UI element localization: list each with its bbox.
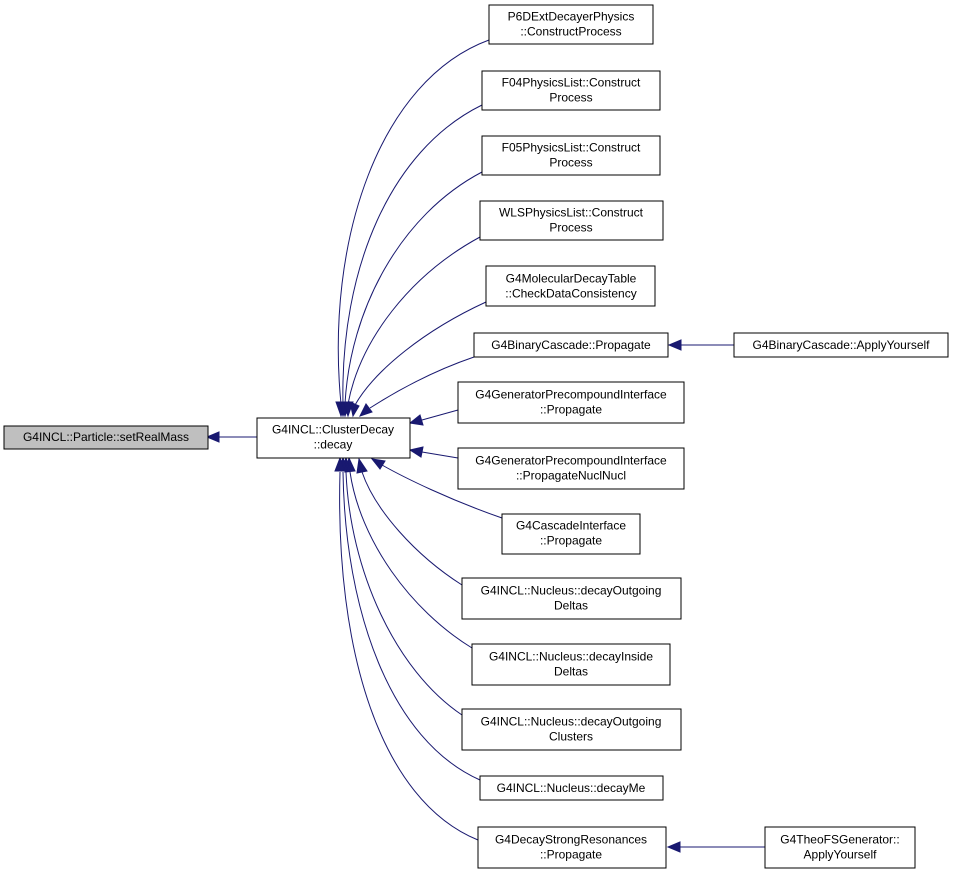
node-label-line: G4CascadeInterface [516, 519, 626, 533]
node-moleculardecaytable[interactable]: G4MolecularDecayTable::CheckDataConsiste… [485, 265, 656, 307]
node-label-line: G4DecayStrongResonances [495, 833, 647, 847]
node-label-line: G4GeneratorPrecompoundInterface [475, 388, 667, 402]
node-generatorprecompound-propagatenuclnucl[interactable]: G4GeneratorPrecompoundInterface::Propaga… [457, 447, 685, 490]
node-label-line: G4INCL::Nucleus::decayMe [497, 781, 646, 795]
node-binarycascade-propagate[interactable]: G4BinaryCascade::Propagate [473, 332, 669, 358]
node-label-line: G4GeneratorPrecompoundInterface [475, 454, 667, 468]
node-decaystrongresonances-propagate[interactable]: G4DecayStrongResonances::Propagate [477, 826, 667, 869]
edge-binapply-to-binprop [667, 339, 734, 351]
edge-strongres-to-clusterdecay [334, 456, 479, 841]
node-nucleus-decayme[interactable]: G4INCL::Nucleus::decayMe [479, 775, 664, 801]
node-label-line: ::Propagate [540, 848, 602, 862]
node-label-line: ::ConstructProcess [520, 25, 621, 39]
node-label-line: ::Propagate [540, 534, 602, 548]
node-label-line: G4BinaryCascade::Propagate [491, 338, 651, 352]
edge-indeltas-to-clusterdecay [344, 456, 473, 649]
node-label-line: Process [549, 91, 592, 105]
node-label-line: Clusters [549, 730, 593, 744]
node-wls-constructprocess[interactable]: WLSPhysicsList::ConstructProcess [479, 200, 664, 241]
node-clusterdecay[interactable]: G4INCL::ClusterDecay::decay [256, 417, 411, 459]
node-label-line: G4INCL::Nucleus::decayOutgoing [481, 715, 662, 729]
node-label-line: G4MolecularDecayTable [506, 272, 637, 286]
node-label-line: G4INCL::Particle::setRealMass [23, 430, 189, 444]
node-label-line: F05PhysicsList::Construct [502, 141, 641, 155]
node-label-line: ApplyYourself [804, 848, 878, 862]
edge-cascprop-to-clusterdecay [370, 458, 503, 519]
node-binarycascade-applyyourself[interactable]: G4BinaryCascade::ApplyYourself [733, 332, 949, 358]
node-label-line: Process [549, 156, 592, 170]
node-label-line: ::PropagateNuclNucl [516, 469, 626, 483]
node-label-line: G4INCL::Nucleus::decayInside [489, 650, 653, 664]
node-cascadeinterface-propagate[interactable]: G4CascadeInterface::Propagate [501, 513, 641, 555]
node-label-line: ::Propagate [540, 403, 602, 417]
node-label-line: G4BinaryCascade::ApplyYourself [753, 338, 931, 352]
node-label-line: G4TheoFSGenerator:: [780, 833, 899, 847]
edge-clusterdecay-to-setrealmass [205, 431, 257, 443]
edge-moltable-to-clusterdecay [349, 301, 487, 418]
node-label-line: ::decay [314, 438, 353, 452]
edge-outclusters-to-clusterdecay [340, 456, 463, 716]
node-label-line: ::CheckDataConsistency [505, 287, 636, 301]
node-label-line: Process [549, 221, 592, 235]
edge-genprop-to-clusterdecay [408, 409, 459, 426]
edge-f05-to-clusterdecay [339, 171, 483, 418]
node-label-line: G4INCL::ClusterDecay [272, 423, 394, 437]
node-f05-constructprocess[interactable]: F05PhysicsList::ConstructProcess [481, 135, 661, 176]
node-f04-constructprocess[interactable]: F04PhysicsList::ConstructProcess [481, 70, 661, 111]
node-theofsgenerator-applyyourself[interactable]: G4TheoFSGenerator::ApplyYourself [764, 826, 916, 869]
edge-f04-to-clusterdecay [337, 104, 483, 418]
node-setrealmass[interactable]: G4INCL::Particle::setRealMass [3, 425, 209, 450]
edge-outdeltas-to-clusterdecay [356, 457, 463, 586]
node-generatorprecompound-propagate[interactable]: G4GeneratorPrecompoundInterface::Propaga… [457, 381, 685, 424]
node-label-line: G4INCL::Nucleus::decayOutgoing [481, 584, 662, 598]
edge-genpropnn-to-clusterdecay [408, 446, 459, 459]
edge-theofs-to-strongres [666, 841, 765, 853]
node-label-line: F04PhysicsList::Construct [502, 76, 641, 90]
node-p6dext-constructprocess[interactable]: P6DExtDecayerPhysics::ConstructProcess [488, 4, 654, 45]
node-label-line: Deltas [554, 599, 588, 613]
node-label-line: Deltas [554, 665, 588, 679]
edge-binprop-to-clusterdecay [359, 356, 475, 417]
node-label-line: WLSPhysicsList::Construct [499, 206, 644, 220]
node-label-line: P6DExtDecayerPhysics [508, 10, 635, 24]
edge-decayme-to-clusterdecay [337, 456, 481, 781]
